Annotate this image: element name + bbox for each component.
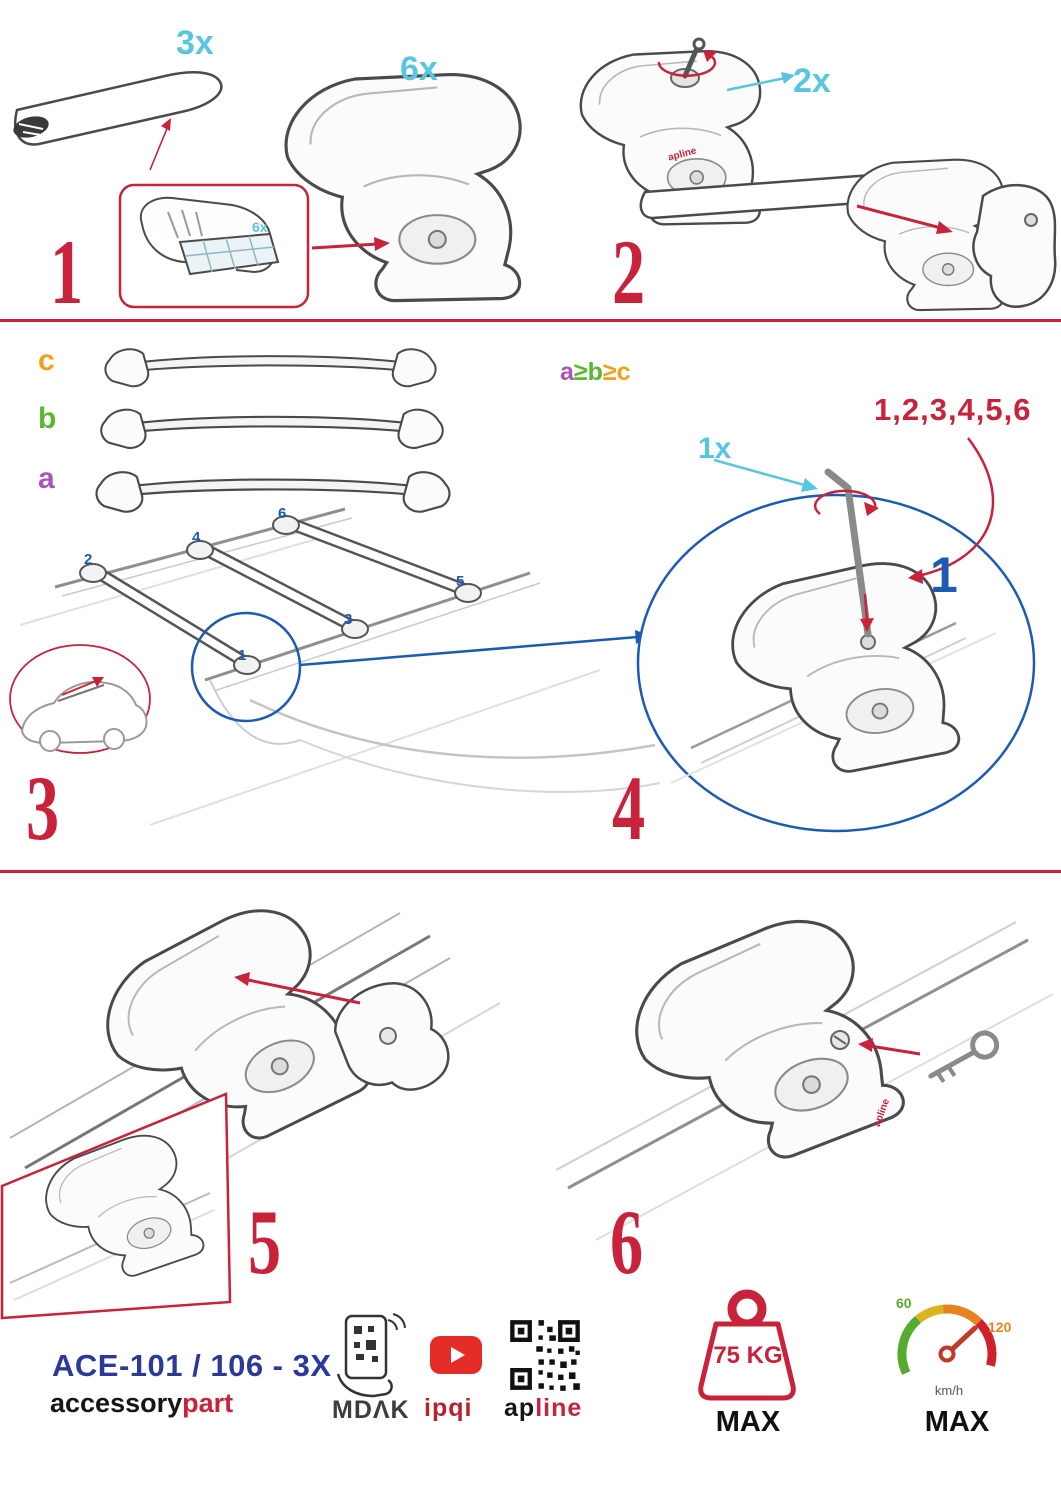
brand-part: part xyxy=(182,1388,234,1418)
youtube-icon xyxy=(430,1336,482,1374)
step2-number: 2 xyxy=(612,221,646,323)
foot-clamp xyxy=(614,902,911,1194)
rule-c: c xyxy=(616,358,631,386)
qr-code-icon xyxy=(510,1320,580,1391)
pad-quantity-label: 6x xyxy=(252,219,268,235)
position-2: 2 xyxy=(84,551,93,568)
speed-unit-label: km/h xyxy=(934,1383,964,1398)
ipqi-logo: ipqi xyxy=(424,1394,473,1422)
zoom-circle xyxy=(190,611,302,723)
qr-scan-phone-icon xyxy=(336,1313,406,1398)
step5-illustration xyxy=(0,890,501,1320)
max-speed-label: MAX xyxy=(924,1406,990,1438)
assembly-c xyxy=(104,348,437,388)
key-quantity-label: 2x xyxy=(793,62,831,100)
position-4: 4 xyxy=(192,529,201,546)
roof-rails xyxy=(19,507,601,826)
end-cap-piece xyxy=(972,183,1057,308)
crossbar-1 xyxy=(79,563,261,675)
step6-number: 6 xyxy=(610,1191,644,1293)
accessorypart-logo: accessorypart xyxy=(50,1390,233,1417)
rule-a: a xyxy=(560,358,574,386)
step3-number: 3 xyxy=(26,757,60,859)
crossbar-tip xyxy=(13,71,223,146)
crossbar-2 xyxy=(186,540,369,639)
red-arrow-tighten xyxy=(860,593,874,632)
rule-b: b xyxy=(587,358,603,386)
bar-label-b: b xyxy=(38,402,57,435)
rule-op1: ≥ xyxy=(573,358,588,386)
red-arrow-attach-cover xyxy=(234,972,361,1005)
weight-limit-icon xyxy=(698,1289,796,1401)
speedometer-icon xyxy=(897,1304,997,1375)
cover-piece xyxy=(334,982,450,1091)
rule-op2: ≥ xyxy=(602,358,617,386)
scan-waves xyxy=(387,1313,406,1331)
hand-outline xyxy=(336,1373,393,1398)
max-weight-value: 75 KG xyxy=(713,1342,783,1369)
red-arrow-to-bar-tip xyxy=(149,118,171,171)
step6-illustration xyxy=(555,902,1054,1241)
step1-illustration xyxy=(13,71,522,309)
allen-key-quantity: 1x xyxy=(698,432,732,465)
step2-illustration xyxy=(579,37,1057,312)
roof-overview-illustration xyxy=(9,507,660,826)
lock-key-icon xyxy=(928,1030,1000,1083)
apline-logo: apline xyxy=(504,1396,582,1421)
position-3: 3 xyxy=(344,611,353,628)
bar-quantity-label: 3x xyxy=(176,24,214,62)
foot-clamp xyxy=(284,73,522,303)
bar-label-c: c xyxy=(38,344,55,377)
step4-detail-illustration xyxy=(636,437,1036,833)
lock-slot xyxy=(833,1035,847,1045)
step1-number: 1 xyxy=(50,221,84,323)
step4-number: 4 xyxy=(612,757,646,859)
model-code: ACE-101 / 106 - 3X xyxy=(52,1348,332,1383)
cyan-arrow-to-key xyxy=(713,458,818,492)
foot-clamp-top xyxy=(579,37,762,226)
cyan-arrow-to-2x xyxy=(726,72,795,92)
apline-ap: ap xyxy=(504,1394,536,1422)
apline-line: line xyxy=(535,1394,583,1422)
detail-step-number: 1 xyxy=(930,547,958,603)
brand-accessory: accessory xyxy=(50,1388,183,1418)
section-divider-2 xyxy=(0,870,1061,873)
crossbar-with-foot xyxy=(639,158,1005,312)
position-5: 5 xyxy=(456,573,465,590)
pad-detail-box xyxy=(118,183,310,309)
rubber-pad-detail xyxy=(139,196,280,276)
step5-number: 5 xyxy=(248,1191,282,1293)
bar-label-a: a xyxy=(38,462,55,495)
speed-high-label: 120 xyxy=(988,1319,1012,1335)
allen-key-icon xyxy=(824,468,872,638)
speed-low-label: 60 xyxy=(896,1295,912,1311)
red-arrow-box-to-foot xyxy=(311,237,390,251)
section-divider-1 xyxy=(0,319,1061,322)
assembly-b xyxy=(100,408,444,450)
windshield-lines xyxy=(209,679,660,793)
position-6: 6 xyxy=(278,505,287,522)
tighten-sequence: 1,2,3,4,5,6 xyxy=(874,392,1032,427)
rotation-arrow xyxy=(657,50,717,77)
foot-quantity-label: 6x xyxy=(400,50,438,88)
position-1: 1 xyxy=(238,647,247,664)
car-inset xyxy=(9,644,151,754)
max-weight-label: MAX xyxy=(715,1406,781,1438)
red-arrow-insert-key xyxy=(858,1038,921,1056)
rotation-arrow xyxy=(813,489,879,516)
zoom-out-panel xyxy=(0,1092,232,1320)
red-arrow-slide-cap xyxy=(856,204,953,234)
length-rule: a≥b≥c xyxy=(560,360,631,385)
crossbar-3 xyxy=(272,515,482,603)
red-sequence-arrow xyxy=(908,437,995,584)
mdak-logo: MDΛK xyxy=(332,1396,410,1424)
